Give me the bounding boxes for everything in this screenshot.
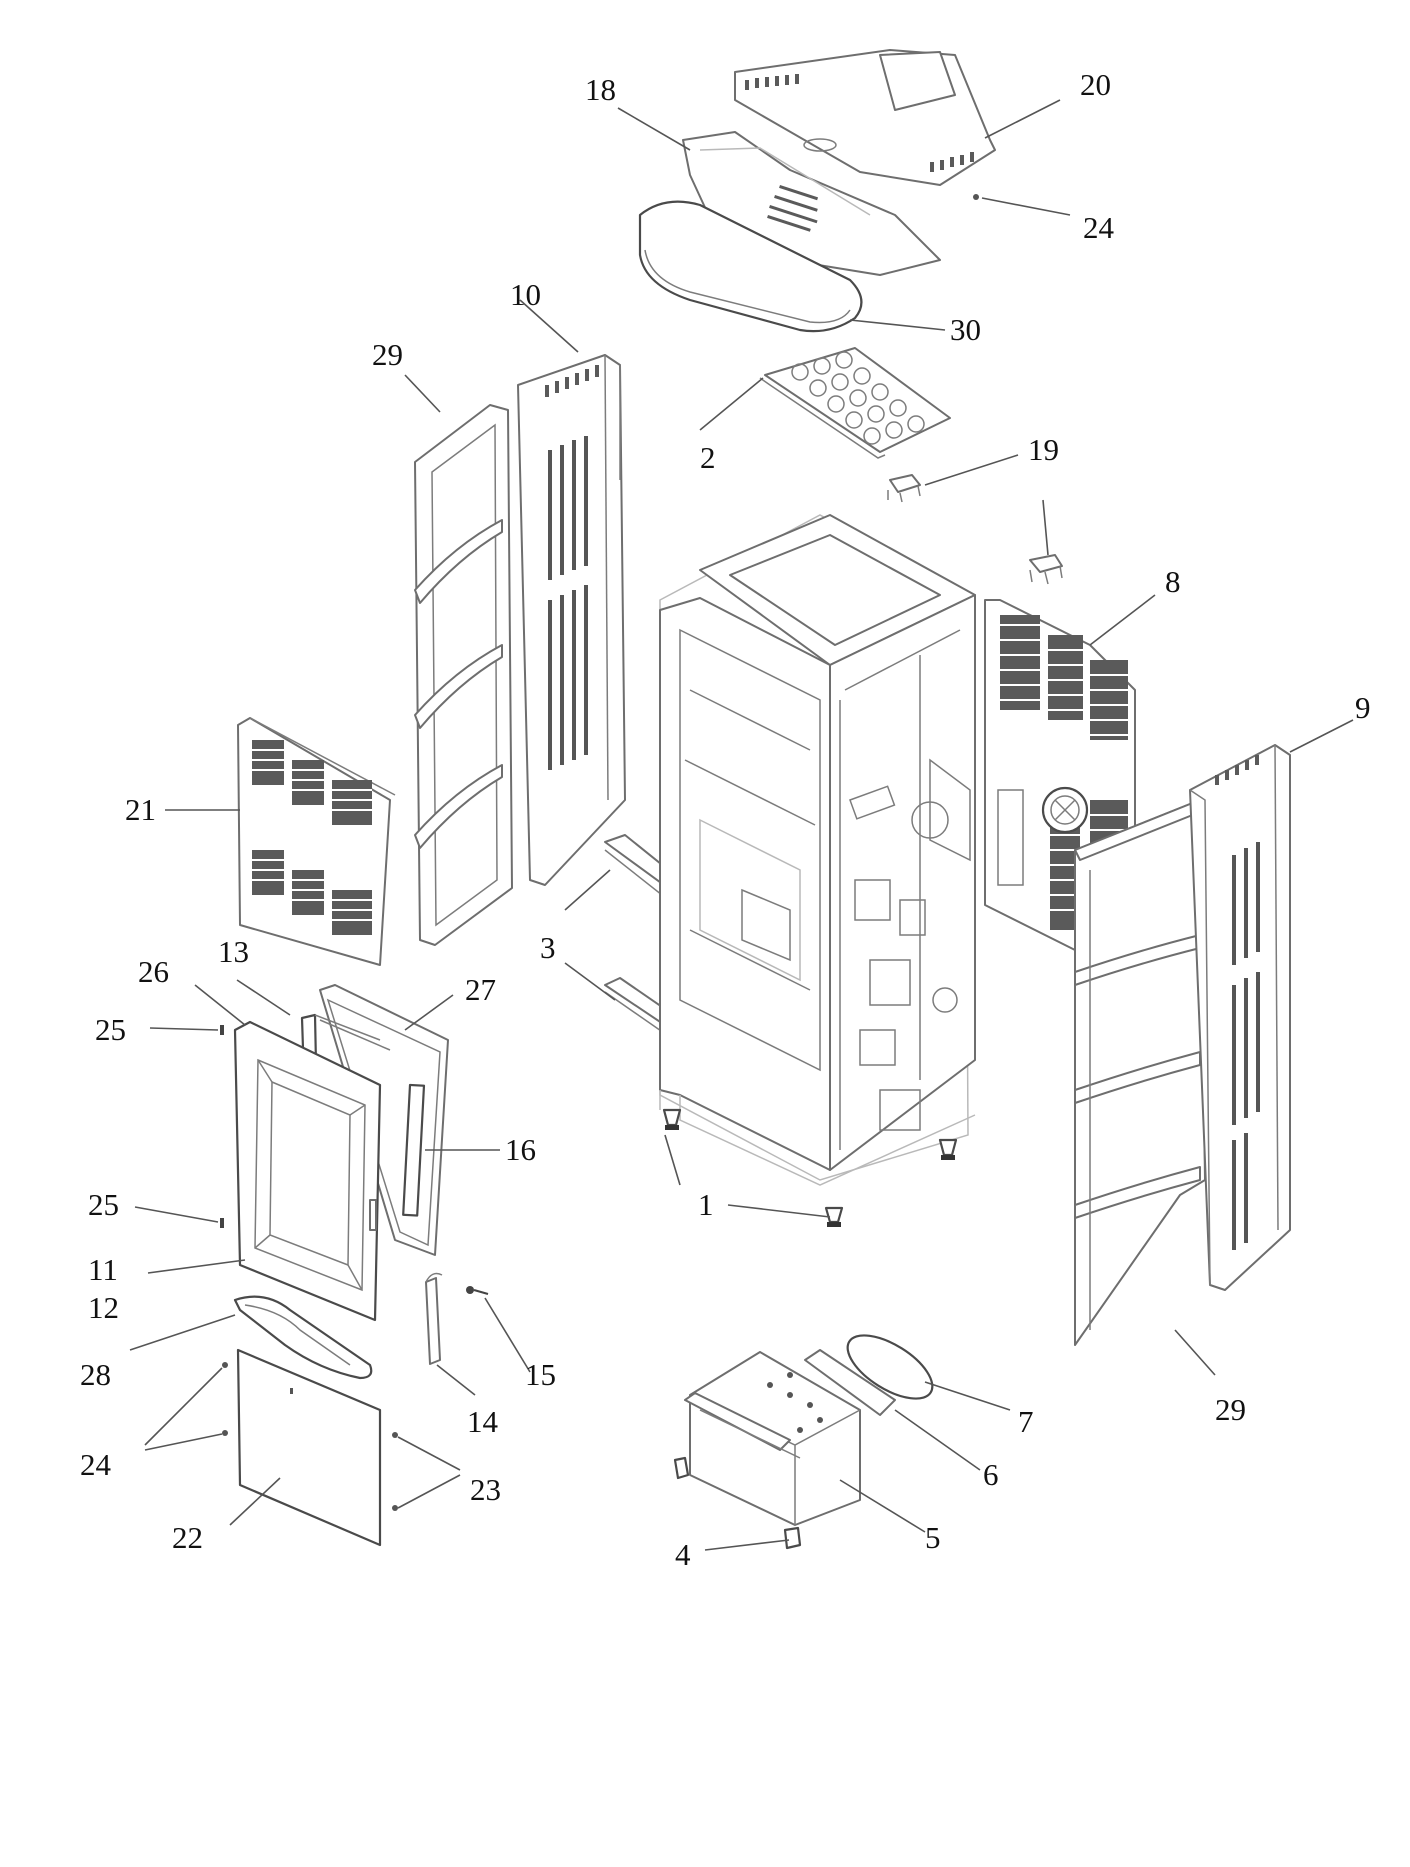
label-4: 4: [675, 1537, 691, 1572]
part-door: [233, 1020, 382, 1322]
part-screw-bottom-a: [222, 1362, 228, 1368]
part-handle-screw: [466, 1286, 489, 1295]
label-21: 21: [125, 792, 156, 827]
part-top-cover: [734, 49, 996, 186]
label-19: 19: [1028, 432, 1059, 467]
part-labels: 18 20 24 10 30 29 2 19 8 9 21 3 13 26 27…: [80, 67, 1371, 1572]
part-door-handle: [425, 1272, 443, 1365]
part-grate: [759, 347, 951, 459]
part-hinge-pin-top: [220, 1025, 224, 1035]
label-23: 23: [470, 1472, 501, 1507]
label-6: 6: [983, 1457, 999, 1492]
label-29-left: 29: [372, 337, 403, 372]
part-ash-pan-plate: [804, 1349, 896, 1416]
label-14: 14: [467, 1404, 499, 1439]
label-30: 30: [950, 312, 981, 347]
part-front-grille: [237, 717, 396, 966]
part-bottom-panel: [236, 1348, 382, 1547]
part-ash-pan-gasket: [846, 1334, 934, 1400]
part-top-stone: [638, 200, 863, 333]
label-24-top: 24: [1083, 210, 1115, 245]
part-door-glass: [402, 1083, 426, 1217]
part-latch-b: [783, 1526, 802, 1550]
part-screw-side-b: [392, 1505, 398, 1511]
label-29-right: 29: [1215, 1392, 1246, 1427]
label-28: 28: [80, 1357, 111, 1392]
leader-lines: [129, 99, 1354, 1551]
part-bracket-b: [1029, 554, 1063, 585]
part-hinge-pin-bottom: [220, 1218, 224, 1228]
label-26: 26: [138, 954, 169, 989]
part-bracket-a: [887, 474, 921, 503]
part-latch-a: [673, 1456, 690, 1480]
label-7: 7: [1018, 1404, 1034, 1439]
part-side-frame-right: [1074, 799, 1206, 1346]
label-2: 2: [700, 440, 716, 475]
label-22: 22: [172, 1520, 203, 1555]
label-10: 10: [510, 277, 541, 312]
part-foot-left: [662, 1108, 682, 1130]
label-25-bottom: 25: [88, 1187, 119, 1222]
part-side-panel-left: [517, 354, 626, 886]
label-11: 11: [88, 1252, 118, 1287]
part-screw-bottom-b: [222, 1430, 228, 1436]
part-side-panel-right: [1189, 744, 1291, 1291]
label-27: 27: [465, 972, 496, 1007]
label-1: 1: [698, 1187, 714, 1222]
label-3-upper: 3: [540, 930, 556, 965]
label-5: 5: [925, 1520, 941, 1555]
part-main-body: [659, 514, 976, 1186]
part-screw-side-a: [392, 1432, 398, 1438]
label-15: 15: [525, 1357, 556, 1392]
label-20: 20: [1080, 67, 1111, 102]
part-side-frame-left: [414, 404, 513, 946]
label-18: 18: [585, 72, 616, 107]
part-foot-right: [938, 1138, 958, 1160]
label-13: 13: [218, 934, 249, 969]
label-8: 8: [1165, 564, 1181, 599]
part-screw-top: [973, 194, 979, 200]
part-plinth: [233, 1295, 373, 1380]
label-25-top: 25: [95, 1012, 126, 1047]
label-12: 12: [88, 1290, 119, 1325]
label-24-bottom: 24: [80, 1447, 112, 1482]
part-ash-pan: [684, 1351, 861, 1526]
label-16: 16: [505, 1132, 536, 1167]
label-9: 9: [1355, 690, 1371, 725]
